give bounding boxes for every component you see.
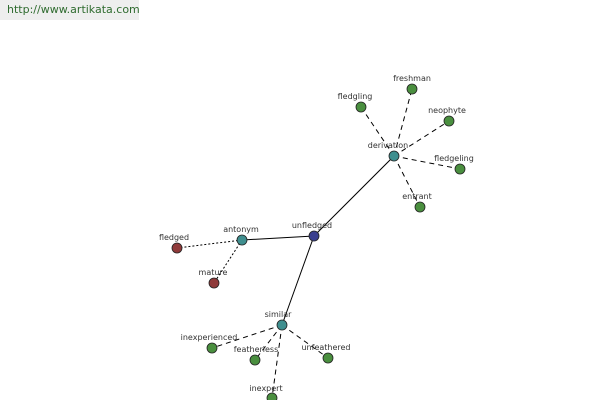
edge-similar-unfeathered <box>281 324 329 359</box>
node-similar[interactable] <box>276 319 288 331</box>
node-unfledged[interactable] <box>308 230 320 242</box>
node-label-unfledged: unfledged <box>292 221 332 230</box>
node-label-derivation: derivation <box>368 141 408 150</box>
node-label-antonym: antonym <box>223 225 259 234</box>
node-inexpert[interactable] <box>266 392 278 400</box>
edge-unfledged-antonym <box>241 235 315 241</box>
node-unfeathered[interactable] <box>322 352 334 364</box>
edge-unfledged-derivation <box>313 155 395 237</box>
node-featherless[interactable] <box>249 354 261 366</box>
edge-derivation-fledgling <box>360 106 395 157</box>
edge-antonym-fledged <box>176 239 243 249</box>
graph-nodes <box>171 83 466 400</box>
edge-similar-featherless <box>254 324 283 361</box>
node-neophyte[interactable] <box>443 115 455 127</box>
node-mature[interactable] <box>208 277 220 289</box>
node-label-similar: similar <box>265 310 293 319</box>
node-entrant[interactable] <box>414 201 426 213</box>
graph-labels: unfledged derivation antonym similar fledgli… <box>159 74 474 393</box>
node-label-inexpert: inexpert <box>249 384 282 393</box>
node-label-fledgeling: fledgeling <box>434 154 474 163</box>
node-derivation[interactable] <box>388 150 400 162</box>
edge-similar-inexpert <box>271 324 283 399</box>
node-freshman[interactable] <box>406 83 418 95</box>
edge-derivation-entrant <box>393 155 421 208</box>
node-antonym[interactable] <box>236 234 248 246</box>
node-label-featherless: featherless <box>234 345 279 354</box>
node-fledged[interactable] <box>171 242 183 254</box>
node-label-inexperienced: inexperienced <box>181 333 238 342</box>
node-label-neophyte: neophyte <box>428 106 466 115</box>
node-label-fledged: fledged <box>159 233 189 242</box>
node-label-mature: mature <box>199 268 228 277</box>
site-url-link[interactable]: http://www.artikata.com <box>0 0 140 20</box>
node-fledgeling[interactable] <box>454 163 466 175</box>
edge-similar-inexperienced <box>211 324 283 349</box>
edge-unfledged-similar <box>281 235 315 326</box>
node-fledgling[interactable] <box>355 101 367 113</box>
node-label-unfeathered: unfeathered <box>301 343 350 352</box>
edge-derivation-freshman <box>393 88 413 157</box>
node-inexperienced[interactable] <box>206 342 218 354</box>
edge-derivation-neophyte <box>393 120 450 157</box>
node-label-freshman: freshman <box>393 74 431 83</box>
node-label-entrant: entrant <box>402 192 432 201</box>
node-label-fledgling: fledgling <box>338 92 373 101</box>
graph-edges <box>176 88 461 399</box>
edge-derivation-fledgeling <box>393 155 461 170</box>
edge-antonym-mature <box>213 239 243 284</box>
